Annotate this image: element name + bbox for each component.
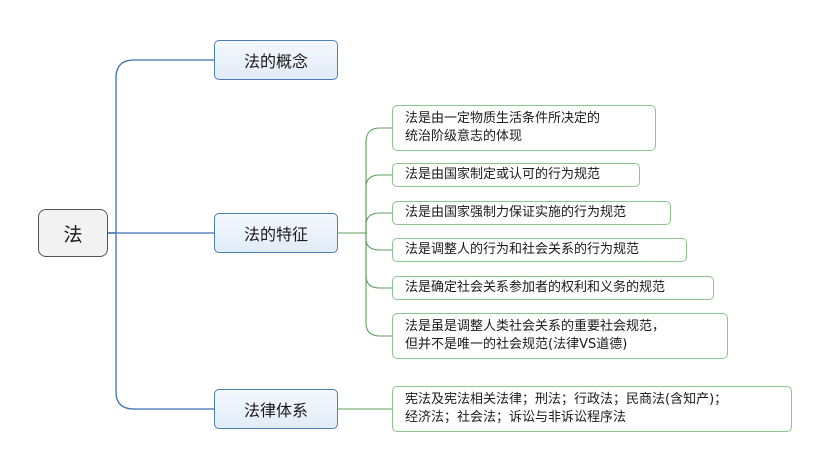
leaf-legal-system-1[interactable]: 宪法及宪法相关法律；刑法；行政法；民商法(含知产)； 经济法；社会法；诉讼与非诉… <box>392 386 792 432</box>
connector-branch-1-leaf-5 <box>338 232 392 337</box>
leaf-feature-2[interactable]: 法是由国家制定或认可的行为规范 <box>392 163 640 187</box>
branch-legal-system[interactable]: 法律体系 <box>214 389 338 429</box>
leaf-feature-4[interactable]: 法是调整人的行为和社会关系的行为规范 <box>392 238 687 262</box>
leaf-feature-3[interactable]: 法是由国家强制力保证实施的行为规范 <box>392 201 671 225</box>
leaf-feature-5[interactable]: 法是确定社会关系参加者的权利和义务的规范 <box>392 276 714 300</box>
branch-law-concept[interactable]: 法的概念 <box>214 40 338 80</box>
connector-branch-1-leaf-4 <box>338 232 392 289</box>
connector-branch-1-leaf-2 <box>338 212 392 234</box>
connector-branch-1-leaf-0 <box>338 127 392 234</box>
connector-root-branch-0 <box>108 59 214 234</box>
connector-branch-1-leaf-3 <box>338 232 392 251</box>
branch-law-features[interactable]: 法的特征 <box>214 213 338 253</box>
leaf-feature-6[interactable]: 法是虽是调整人类社会关系的重要社会规范， 但并不是唯一的社会规范(法律VS道德) <box>392 313 728 359</box>
connector-branch-1-leaf-1 <box>338 174 392 234</box>
leaf-feature-1[interactable]: 法是由一定物质生活条件所决定的 统治阶级意志的体现 <box>392 105 656 151</box>
root-node[interactable]: 法 <box>38 209 108 257</box>
connector-root-branch-2 <box>108 232 214 410</box>
